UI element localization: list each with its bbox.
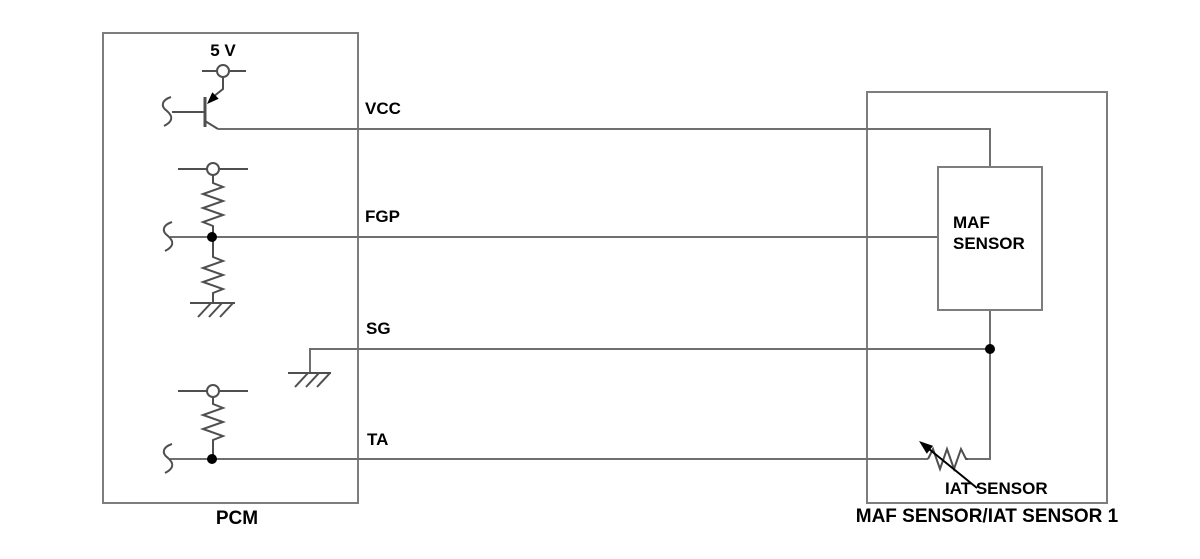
- iat-thermistor-icon: [919, 441, 978, 489]
- maf-sensor-label-line1: MAF: [953, 213, 990, 232]
- connector-hook-icon: [162, 443, 174, 474]
- maf-sensor-label: MAF SENSOR: [953, 212, 1025, 254]
- vcc-wire: [218, 128, 991, 167]
- maf-sensor-label-line2: SENSOR: [953, 234, 1025, 253]
- ta-terminal-icon: [206, 384, 220, 398]
- ta-pullup-resistor-icon: [199, 397, 227, 459]
- fgp-wire-label: FGP: [365, 207, 400, 226]
- ta-network: [162, 384, 248, 474]
- fgp-terminal-icon: [206, 162, 220, 176]
- transistor-icon: [161, 77, 224, 130]
- connector-hook-icon: [161, 96, 173, 127]
- wires: [170, 128, 991, 460]
- connector-hook-icon: [162, 221, 174, 252]
- sensor-module-label: MAF SENSOR/IAT SENSOR 1: [855, 506, 1119, 527]
- maf-sensor-box: [937, 166, 1043, 311]
- maf-to-iat-wire: [968, 310, 991, 460]
- fgp-pulldown-resistor-icon: [199, 237, 227, 303]
- ta-wire-label: TA: [367, 430, 389, 449]
- power-terminal-icon: [202, 64, 246, 78]
- ta-junction-dot: [207, 454, 217, 464]
- pcm-label: PCM: [215, 508, 259, 529]
- pcm-box: [102, 32, 359, 504]
- sensor-module-box: [866, 91, 1108, 504]
- sg-wire: [309, 348, 990, 372]
- supply-voltage-label: 5 V: [210, 41, 236, 60]
- fgp-network: [162, 162, 248, 318]
- junction-dots: [207, 232, 995, 464]
- ground-icon: [190, 302, 235, 318]
- sg-wire-label: SG: [366, 319, 391, 338]
- fgp-pullup-resistor-icon: [199, 175, 227, 237]
- iat-sensor-label: IAT SENSOR: [945, 479, 1048, 498]
- fgp-junction-dot: [207, 232, 217, 242]
- sg-junction-dot: [985, 344, 995, 354]
- sg-ground-icon: [288, 372, 331, 388]
- vcc-wire-label: VCC: [365, 99, 401, 118]
